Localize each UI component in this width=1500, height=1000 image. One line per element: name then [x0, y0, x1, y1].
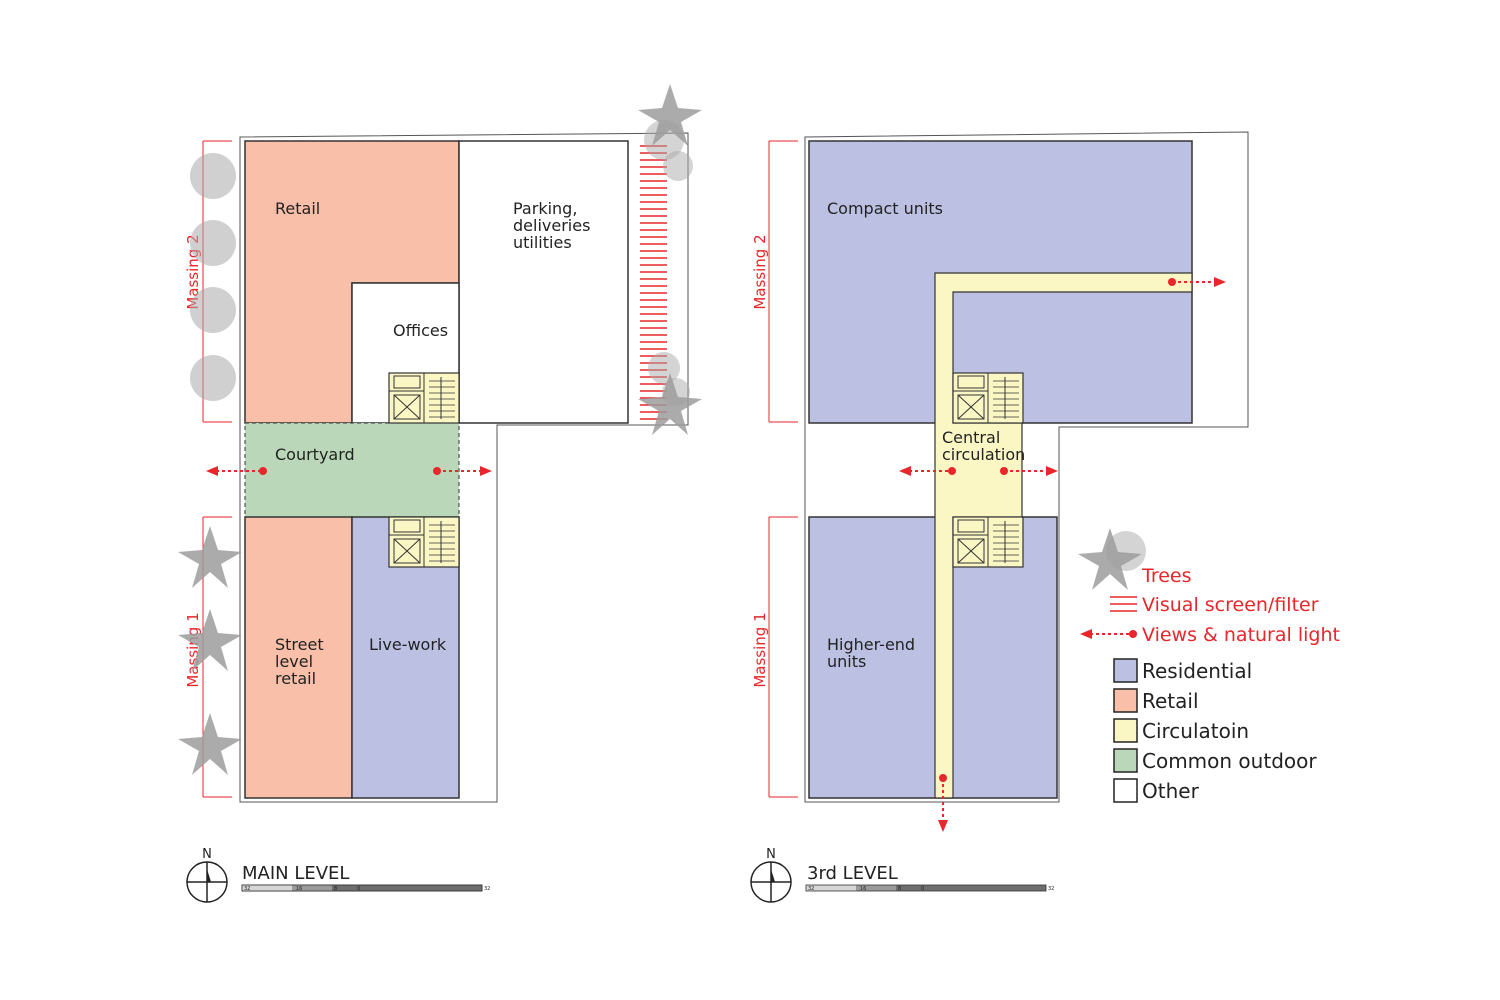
main-scale-tick-3: 8 [334, 886, 337, 892]
third-massing-2-bracket [768, 140, 798, 423]
third-massing-1-bracket [768, 516, 798, 798]
third-scale-tick-4: 0 [921, 886, 924, 892]
main-live-work-label: Live-work [369, 635, 447, 654]
legend-tree-icon [1078, 528, 1146, 590]
main-scale-tick-5: 32 [484, 886, 490, 892]
third-massing-2-label: Massing 2 [751, 234, 769, 309]
legend-common-outdoor-label: Common outdoor [1142, 749, 1317, 773]
third-massing-1-label: Massing 1 [751, 612, 769, 687]
main-north-arrow-icon [186, 861, 228, 903]
main-scale-tick-4: 0 [357, 886, 360, 892]
legend-views-label: Views & natural light [1142, 624, 1340, 646]
legend-circulation-label: Circulatoin [1142, 719, 1249, 743]
third-scale-tick-1: 32 [808, 886, 814, 892]
legend-retail-swatch [1113, 688, 1138, 713]
legend-circulation-swatch [1113, 718, 1138, 743]
main-street-retail-label: Street level retail [275, 635, 329, 688]
main-scale-tick-1: 32 [244, 886, 250, 892]
legend-residential-swatch [1113, 658, 1138, 683]
main-offices-label: Offices [393, 321, 448, 340]
legend-common-outdoor-swatch [1113, 748, 1138, 773]
main-retail-label: Retail [275, 199, 320, 218]
third-view-arrow-east-icon [1168, 277, 1226, 287]
main-view-arrow-right-icon [433, 466, 492, 476]
third-scale-tick-3: 8 [898, 886, 901, 892]
legend-views-arrow-icon [1080, 629, 1137, 639]
third-scale-tick-5: 32 [1048, 886, 1054, 892]
main-stair-elevator-lower-icon [388, 516, 460, 568]
legend-other-label: Other [1142, 779, 1200, 803]
legend-other-swatch [1113, 778, 1138, 803]
main-level-title: MAIN LEVEL [242, 863, 349, 884]
legend-trees-label: Trees [1141, 565, 1192, 587]
third-north-arrow-icon [750, 861, 792, 903]
main-scale-bar [241, 884, 483, 892]
third-view-arrow-south-icon [938, 774, 948, 832]
main-stair-elevator-upper-icon [388, 372, 460, 424]
legend-retail-label: Retail [1142, 689, 1199, 713]
main-level-plan: Massing 2 Massing 1 [178, 84, 702, 903]
legend-residential-label: Residential [1142, 659, 1252, 683]
third-compact-units-label: Compact units [827, 199, 943, 218]
third-scale-tick-2: 16 [860, 886, 866, 892]
third-level-title: 3rd LEVEL [807, 863, 898, 884]
main-courtyard-label: Courtyard [275, 445, 355, 464]
main-site-outline [239, 132, 689, 803]
third-stair-elevator-lower-icon [952, 516, 1024, 568]
third-site-outline [804, 131, 1249, 803]
main-courtyard-area [244, 422, 460, 518]
main-scale-tick-2: 16 [296, 886, 302, 892]
third-central-circulation-label: Central circulation [942, 428, 1025, 464]
legend: Trees Visual screen/filter Views & natur… [1078, 528, 1340, 803]
third-view-arrow-left-icon [899, 466, 956, 476]
legend-visual-screen-label: Visual screen/filter [1142, 594, 1319, 616]
main-parking-area [458, 140, 629, 424]
third-scale-bar [805, 884, 1047, 892]
tree-top-right-icon [638, 84, 702, 181]
third-view-arrow-right-icon [1000, 466, 1058, 476]
third-north-label: N [766, 847, 776, 862]
third-higher-end-units-label: Higher-end units [827, 635, 920, 671]
tree-star-3-icon [178, 713, 242, 775]
third-stair-elevator-upper-icon [952, 372, 1024, 424]
tree-circles-icon [190, 153, 236, 401]
main-massing-1-label: Massing 1 [184, 612, 202, 687]
main-parking-label: Parking, deliveries utilities [513, 199, 596, 252]
legend-visual-screen-icon [1110, 596, 1137, 612]
main-view-arrow-left-icon [206, 466, 267, 476]
main-street-retail-area [244, 516, 353, 799]
main-north-label: N [202, 847, 212, 862]
tree-right-icon [638, 352, 702, 435]
third-level-plan: Massing 2 Massing 1 [750, 131, 1249, 903]
tree-star-1-icon [178, 526, 242, 588]
